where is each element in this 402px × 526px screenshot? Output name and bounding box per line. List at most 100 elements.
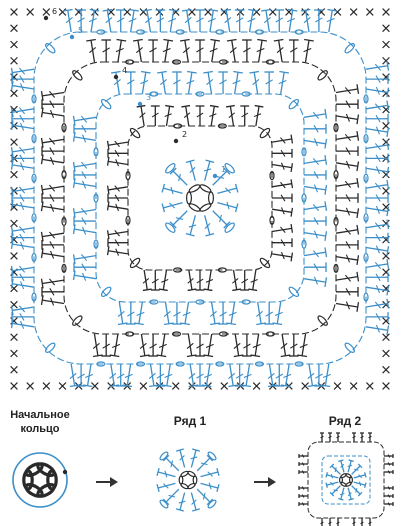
double-crochet-stitch: [336, 99, 359, 110]
double-crochet-stitch: [72, 132, 97, 143]
double-crochet-stitch: [72, 254, 97, 264]
chain-oval: [31, 173, 37, 183]
arrow-right-icon: [96, 477, 118, 487]
double-crochet-stitch: [73, 123, 96, 134]
double-crochet-stitch: [353, 481, 367, 488]
double-crochet-stitch: [186, 70, 197, 95]
double-crochet-stitch: [304, 216, 327, 226]
chain-oval: [288, 98, 300, 110]
chain-oval: [288, 286, 300, 298]
double-crochet-stitch: [148, 363, 159, 388]
double-crochet-stitch: [298, 494, 308, 498]
double-crochet-stitch: [148, 334, 158, 357]
double-crochet-stitch: [162, 454, 180, 472]
double-crochet-stitch: [274, 364, 285, 387]
double-crochet-stitch: [303, 184, 328, 195]
double-crochet-stitch: [384, 502, 394, 506]
chain-oval: [31, 94, 37, 104]
chain-oval: [363, 133, 369, 144]
double-crochet-stitch: [304, 262, 327, 273]
chain-oval: [72, 70, 83, 81]
double-crochet-stitch: [73, 216, 96, 226]
double-crochet-stitch: [233, 333, 244, 358]
double-crochet-stitch: [10, 107, 35, 118]
double-crochet-stitch: [329, 485, 341, 497]
single-crochet-cross: [10, 8, 18, 16]
single-crochet-cross: [382, 252, 390, 260]
single-crochet-cross: [10, 40, 18, 49]
row2-mini-diagram: [298, 432, 394, 526]
slip-stitch-dot: [43, 15, 49, 21]
double-crochet-stitch: [314, 9, 324, 32]
round-5: [10, 8, 390, 388]
double-crochet-stitch: [136, 104, 146, 127]
double-crochet-stitch: [106, 230, 129, 240]
double-crochet-stitch: [142, 8, 153, 33]
double-crochet-stitch: [181, 104, 191, 127]
chain-oval: [159, 499, 169, 509]
double-crochet-stitch: [250, 333, 261, 358]
single-crochet-cross: [349, 382, 358, 390]
double-crochet-stitch: [106, 246, 129, 256]
chain-oval: [135, 29, 146, 35]
double-crochet-stitch: [218, 302, 228, 325]
double-crochet-stitch: [338, 459, 345, 473]
chain-oval: [31, 252, 37, 263]
double-crochet-stitch: [164, 104, 175, 127]
chain-oval: [135, 361, 146, 367]
double-crochet-stitch: [228, 363, 239, 388]
double-crochet-stitch: [365, 285, 390, 296]
double-crochet-stitch: [204, 215, 215, 237]
double-crochet-stitch: [195, 39, 205, 62]
single-crochet-cross: [171, 382, 180, 390]
chain-oval: [207, 451, 217, 461]
chain-oval: [363, 252, 369, 263]
double-crochet-stitch: [106, 156, 129, 167]
chain-oval: [100, 286, 112, 298]
chain-oval: [224, 163, 235, 174]
double-crochet-stitch: [298, 502, 308, 506]
double-crochet-stitch: [353, 472, 367, 479]
double-crochet-stitch: [128, 8, 139, 33]
center-ring: [186, 184, 214, 212]
slip-stitch-dot: [212, 173, 218, 179]
double-crochet-stitch: [384, 486, 394, 490]
double-crochet-stitch: [188, 363, 199, 388]
double-crochet-stitch: [11, 74, 34, 84]
double-crochet-stitch: [140, 70, 151, 95]
single-crochet-cross: [382, 8, 390, 16]
double-crochet-stitch: [133, 38, 143, 63]
row-number-2: 2: [182, 130, 187, 139]
double-crochet-stitch: [360, 518, 364, 526]
double-crochet-stitch: [10, 318, 35, 329]
double-crochet-stitch: [72, 178, 97, 189]
double-crochet-stitch: [125, 71, 136, 94]
double-crochet-stitch: [248, 269, 258, 292]
double-crochet-stitch: [162, 488, 180, 506]
single-crochet-cross: [10, 333, 18, 342]
single-crochet-cross: [333, 8, 342, 16]
double-crochet-stitch: [41, 193, 64, 203]
chain-oval: [218, 59, 229, 65]
double-crochet-stitch: [336, 286, 359, 297]
double-crochet-stitch: [300, 8, 311, 33]
double-crochet-stitch: [347, 459, 354, 473]
slip-stitch-dot: [113, 74, 119, 80]
double-crochet-stitch: [10, 159, 35, 171]
chain-oval: [125, 59, 135, 65]
slip-stitch-dot: [173, 138, 179, 144]
double-crochet-stitch: [196, 488, 214, 506]
double-crochet-stitch: [190, 448, 201, 468]
double-crochet-stitch: [142, 269, 152, 292]
double-crochet-stitch: [82, 363, 94, 388]
single-crochet-cross: [382, 365, 390, 374]
double-crochet-stitch: [117, 301, 128, 326]
chain-oval: [31, 213, 37, 223]
chain-oval: [254, 361, 265, 367]
single-crochet-cross: [10, 252, 18, 260]
double-crochet-stitch: [40, 295, 65, 306]
double-crochet-stitch: [200, 482, 220, 493]
chain-oval: [207, 191, 214, 205]
chain-oval: [333, 263, 339, 273]
double-crochet-stitch: [106, 185, 129, 195]
